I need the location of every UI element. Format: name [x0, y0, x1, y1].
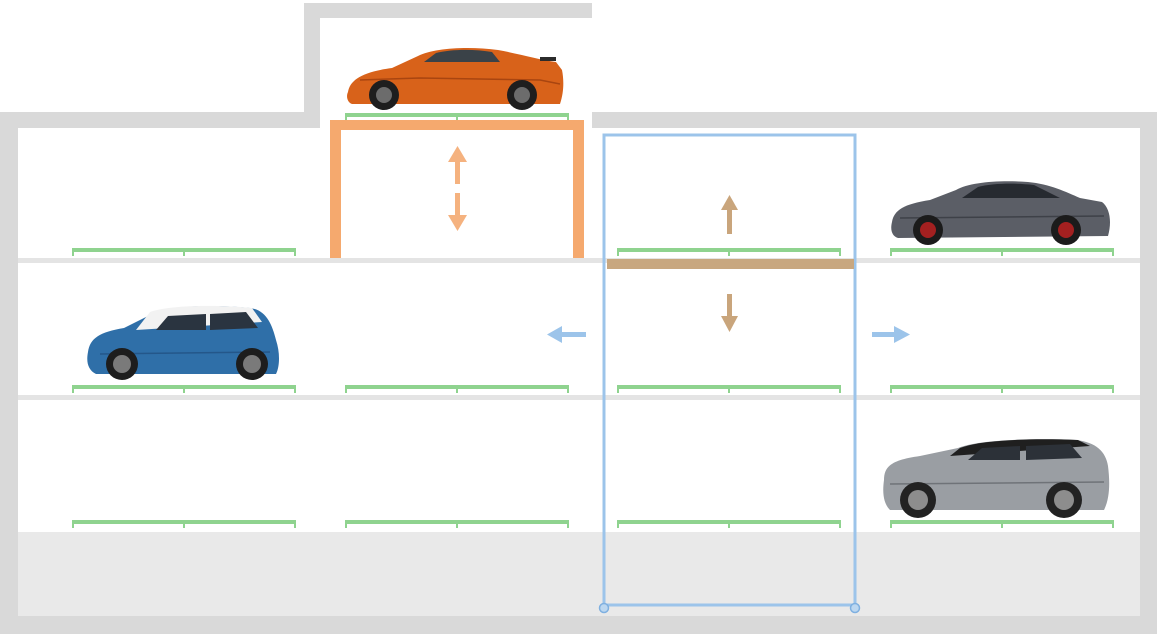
- pallet-upper-left: [72, 248, 296, 256]
- building-structure: [0, 3, 1157, 634]
- floor-slab-middle: [18, 395, 1140, 400]
- transfer-left-arrow: [547, 326, 586, 343]
- pallet-lower-right: [890, 520, 1114, 528]
- pallet-middle-left: [72, 385, 296, 393]
- pallet-middle-shaft: [617, 385, 841, 393]
- transfer-right-arrow: [872, 326, 910, 343]
- roof-lift-frame: [330, 120, 584, 258]
- pallet-middle-center: [345, 385, 569, 393]
- pallet-upper-shaft: [617, 248, 841, 256]
- car-suv: [883, 439, 1110, 518]
- car-sports-coupe: [347, 48, 564, 110]
- pallet-middle-right: [890, 385, 1114, 393]
- lift-up-down-arrow: [448, 146, 467, 231]
- car-hatchback: [87, 305, 279, 380]
- pallet-lower-center: [345, 520, 569, 528]
- pit-floor: [18, 532, 1140, 616]
- shuttle-frame: [598, 133, 861, 614]
- shuttle-up-arrow: [721, 195, 738, 234]
- shuttle-down-arrow: [721, 294, 738, 332]
- pallet-upper-right: [890, 248, 1114, 256]
- car-sedan: [891, 181, 1110, 245]
- shuttle-platform: [607, 259, 854, 269]
- pallet-roof-lift: [345, 113, 569, 121]
- floor-slab-upper: [18, 258, 1140, 263]
- pallet-lower-shaft: [617, 520, 841, 528]
- pallet-lower-left: [72, 520, 296, 528]
